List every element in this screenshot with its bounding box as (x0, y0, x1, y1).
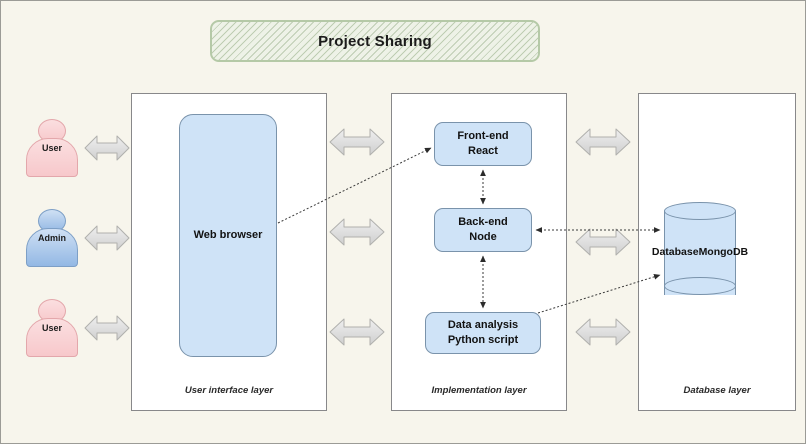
node-label-backend-node: Back-end Node (458, 215, 508, 244)
actor-label-admin: Admin (38, 233, 66, 243)
actor-user-bottom: User (26, 299, 78, 357)
node-label-python-line1: Data analysis (447, 319, 519, 332)
block-arrow-ui-to-impl-bottom (329, 317, 385, 347)
block-arrow-impl-to-db-bottom (575, 317, 631, 347)
node-database-mongodb: Database MongoDB (652, 202, 748, 304)
node-frontend-react: Front-end React (434, 122, 532, 166)
node-label-database-line2: MongoDB (698, 246, 749, 259)
block-arrow-impl-to-db-middle (575, 227, 631, 257)
block-arrow-ui-to-impl-top (329, 127, 385, 157)
node-label-frontend-line1: Front-end (457, 130, 509, 143)
block-arrow-user-top-to-ui (84, 133, 130, 163)
node-label-frontend-react: Front-end React (457, 129, 508, 158)
actor-user-top: User (26, 119, 78, 177)
node-web-browser: Web browser (179, 114, 277, 357)
diagram-title-banner: Project Sharing (210, 20, 540, 62)
node-label-database-mongodb: Database MongoDB (652, 202, 748, 304)
block-arrow-user-bottom-to-ui (84, 313, 130, 343)
node-label-frontend-line2: React (468, 145, 498, 157)
admin-actor-body-icon (26, 228, 78, 267)
node-label-web-browser: Web browser (193, 229, 263, 242)
layer-label-user-interface: User interface layer (184, 385, 274, 396)
node-data-analysis-python-script: Data analysis Python script (425, 312, 541, 354)
node-backend-node: Back-end Node (434, 208, 532, 252)
node-label-python-script: Data analysis Python script (448, 318, 518, 347)
database-cylinder-top-icon (664, 202, 736, 220)
user-actor-body-icon (26, 318, 78, 357)
block-arrow-ui-to-impl-middle (329, 217, 385, 247)
layer-label-database: Database layer (683, 385, 751, 396)
database-cylinder-bottom-icon (664, 277, 736, 295)
actor-label-user-bottom: User (41, 323, 62, 333)
actor-admin: Admin (26, 209, 78, 267)
block-arrow-admin-to-ui (84, 223, 130, 253)
node-label-python-line2: Python script (447, 334, 519, 346)
block-arrow-impl-to-db-top (575, 127, 631, 157)
node-label-backend-line1: Back-end (458, 216, 508, 229)
node-label-database-line1: Database (651, 246, 699, 259)
page-title: Project Sharing (318, 32, 432, 50)
user-actor-body-icon (26, 138, 78, 177)
node-label-backend-line2: Node (469, 231, 497, 243)
layer-label-implementation: Implementation layer (431, 385, 527, 396)
actor-label-user-top: User (41, 143, 62, 153)
